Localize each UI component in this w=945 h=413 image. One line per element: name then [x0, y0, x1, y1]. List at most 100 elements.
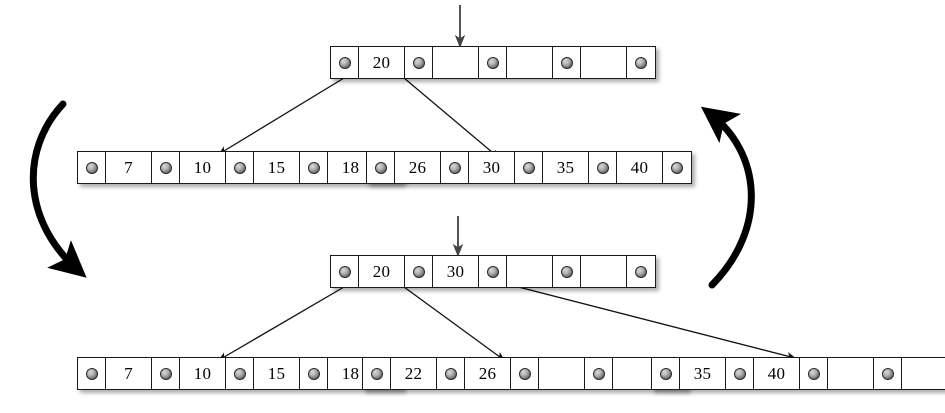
- pointer-dot-icon: [444, 367, 457, 380]
- pointer-dot-icon: [635, 56, 647, 69]
- key-cell[interactable]: 35: [543, 152, 589, 183]
- pointer-dot-icon: [159, 161, 172, 174]
- pointer-dot-icon: [596, 161, 609, 174]
- edge-root-after-to-leaf-left: [218, 286, 345, 361]
- pointer-cell[interactable]: [152, 358, 180, 389]
- pointer-cell[interactable]: [405, 47, 433, 78]
- pointer-dot-icon: [233, 161, 246, 174]
- pointer-cell[interactable]: [226, 358, 254, 389]
- empty-key-cell[interactable]: [433, 47, 479, 78]
- key-cell[interactable]: 40: [617, 152, 663, 183]
- pointer-cell[interactable]: [511, 358, 539, 389]
- empty-key-cell[interactable]: [902, 358, 945, 389]
- pointer-dot-icon: [338, 265, 351, 278]
- key-cell[interactable]: 26: [465, 358, 511, 389]
- empty-key-cell[interactable]: [581, 47, 627, 78]
- pointer-dot-icon: [560, 265, 573, 278]
- pointer-dot-icon: [486, 265, 499, 278]
- edge-root-after-to-leaf-middle: [403, 286, 505, 361]
- key-cell[interactable]: 20: [359, 256, 405, 287]
- pointer-dot-icon: [307, 161, 320, 174]
- key-cell[interactable]: 15: [254, 358, 300, 389]
- empty-key-cell[interactable]: [507, 47, 553, 78]
- pointer-dot-icon: [374, 161, 387, 174]
- curved-arrow-right-upward: [700, 106, 755, 289]
- leaf-node-after-right[interactable]: 35 40: [651, 357, 945, 390]
- root-node-before[interactable]: 20: [330, 46, 656, 79]
- pointer-dot-icon: [733, 367, 746, 380]
- pointer-cell[interactable]: [367, 152, 395, 183]
- pointer-cell[interactable]: [331, 47, 359, 78]
- pointer-cell[interactable]: [874, 358, 902, 389]
- pointer-cell[interactable]: [479, 256, 507, 287]
- pointer-cell[interactable]: [437, 358, 465, 389]
- empty-key-cell[interactable]: [581, 256, 627, 287]
- key-cell[interactable]: 10: [180, 358, 226, 389]
- pointer-dot-icon: [85, 367, 98, 380]
- pointer-cell[interactable]: [726, 358, 754, 389]
- pointer-dot-icon: [412, 56, 425, 69]
- pointer-cell[interactable]: [405, 256, 433, 287]
- pointer-cell[interactable]: [553, 256, 581, 287]
- empty-key-cell[interactable]: [507, 256, 553, 287]
- pointer-cell[interactable]: [627, 47, 655, 78]
- pointer-cell[interactable]: [479, 47, 507, 78]
- pointer-cell[interactable]: [800, 358, 828, 389]
- key-cell[interactable]: 30: [433, 256, 479, 287]
- pointer-dot-icon: [560, 56, 573, 69]
- pointer-cell[interactable]: [441, 152, 469, 183]
- key-cell[interactable]: 30: [469, 152, 515, 183]
- key-cell[interactable]: 7: [106, 358, 152, 389]
- pointer-dot-icon: [85, 161, 98, 174]
- pointer-dot-icon: [370, 367, 383, 380]
- pointer-dot-icon: [807, 367, 820, 380]
- pointer-cell[interactable]: [78, 152, 106, 183]
- pointer-cell[interactable]: [627, 256, 655, 287]
- pointer-dot-icon: [412, 265, 425, 278]
- pointer-dot-icon: [233, 367, 246, 380]
- pointer-cell[interactable]: [515, 152, 543, 183]
- pointer-dot-icon: [635, 265, 647, 278]
- pointer-dot-icon: [159, 367, 172, 380]
- pointer-cell[interactable]: [652, 358, 680, 389]
- key-cell[interactable]: 40: [754, 358, 800, 389]
- key-cell[interactable]: 10: [180, 152, 226, 183]
- pointer-edges: [218, 77, 796, 361]
- pointer-dot-icon: [307, 367, 320, 380]
- pointer-cell[interactable]: [300, 358, 328, 389]
- pointer-cell[interactable]: [300, 152, 328, 183]
- key-cell[interactable]: 35: [680, 358, 726, 389]
- pointer-dot-icon: [659, 367, 672, 380]
- pointer-cell[interactable]: [663, 152, 691, 183]
- pointer-dot-icon: [671, 161, 683, 174]
- key-cell[interactable]: 20: [359, 47, 405, 78]
- pointer-dot-icon: [518, 367, 531, 380]
- pointer-dot-icon: [448, 161, 461, 174]
- pointer-cell[interactable]: [331, 256, 359, 287]
- empty-key-cell[interactable]: [828, 358, 874, 389]
- pointer-cell[interactable]: [78, 358, 106, 389]
- pointer-cell[interactable]: [226, 152, 254, 183]
- pointer-cell[interactable]: [585, 358, 613, 389]
- key-cell[interactable]: 22: [391, 358, 437, 389]
- leaf-node-before-right[interactable]: 26 30 35 40: [366, 151, 692, 184]
- pointer-dot-icon: [881, 367, 894, 380]
- leaf-node-after-middle[interactable]: 22 26: [362, 357, 688, 390]
- pointer-dot-icon: [338, 56, 351, 69]
- pointer-cell[interactable]: [553, 47, 581, 78]
- key-cell[interactable]: 7: [106, 152, 152, 183]
- curved-arrow-left-downward: [29, 100, 87, 278]
- key-cell[interactable]: 15: [254, 152, 300, 183]
- pointer-cell[interactable]: [152, 152, 180, 183]
- edge-root-before-to-leaf-right: [403, 77, 500, 159]
- pointer-cell[interactable]: [589, 152, 617, 183]
- empty-key-cell[interactable]: [539, 358, 585, 389]
- key-cell[interactable]: 26: [395, 152, 441, 183]
- pointer-dot-icon: [486, 56, 499, 69]
- edge-root-before-to-leaf-left: [218, 77, 345, 155]
- pointer-cell[interactable]: [363, 358, 391, 389]
